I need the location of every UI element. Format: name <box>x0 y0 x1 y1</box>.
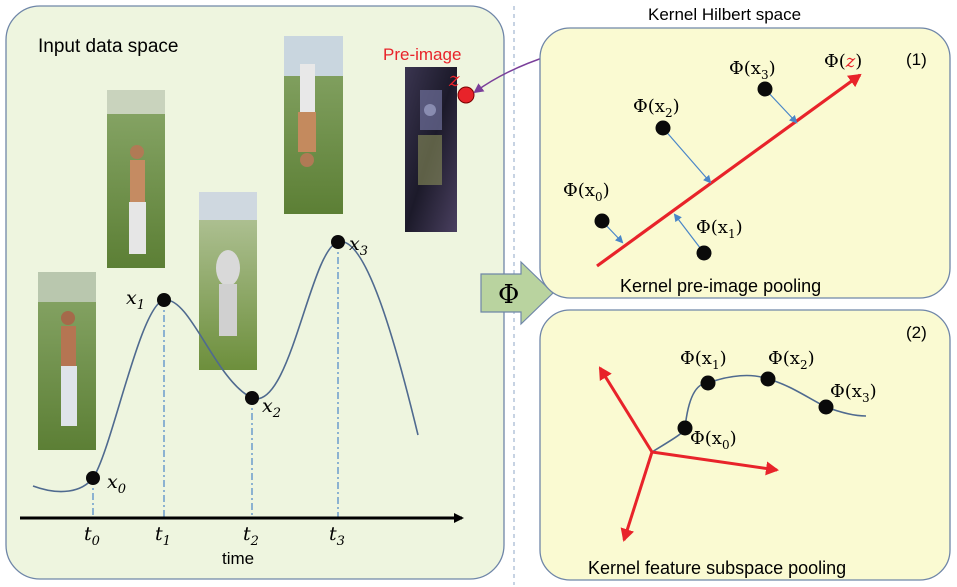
feature-point-phi-x1 <box>696 245 712 261</box>
time-label-t2: t2 <box>243 523 259 549</box>
panel2-label-phi-x0: Φ(x0) <box>690 428 737 452</box>
panel2-label-phi-x2: Φ(x2) <box>768 348 815 372</box>
feature-point-phi-x2 <box>655 120 671 136</box>
frame-image-1 <box>107 90 165 268</box>
sample-label-x0: x0 <box>107 471 126 497</box>
panel1-label-phi-x3: Φ(x3) <box>729 58 776 82</box>
time-axis-label: time <box>222 549 254 568</box>
time-label-t0: t0 <box>84 523 100 549</box>
hilbert-space-title: Kernel Hilbert space <box>648 5 801 24</box>
subspace-basis-arrows <box>598 366 779 542</box>
panel1-label-phi-x2: Φ(x2) <box>633 96 680 120</box>
trajectory-point-phi-x2 <box>760 371 776 387</box>
pooling-direction-arrow <box>596 73 862 268</box>
panel2-index: (2) <box>906 323 927 342</box>
input-space-title: Input data space <box>38 36 179 57</box>
panel1-label-phi-x1: Φ(x1) <box>696 217 743 241</box>
preimage-pooling-panel <box>539 27 951 299</box>
subspace-pooling-panel <box>539 309 951 581</box>
preimage-z-label: z <box>448 67 460 91</box>
panel1-index: (1) <box>906 50 927 69</box>
panel2-label-phi-x3: Φ(x3) <box>830 381 877 405</box>
sample-point-x3 <box>331 235 345 249</box>
panel1-caption: Kernel pre-image pooling <box>620 276 821 296</box>
sample-label-x2: x2 <box>262 395 281 421</box>
preimage-label: Pre-image <box>383 45 461 64</box>
frame-image-3 <box>284 36 343 214</box>
trajectory-point-phi-x1 <box>700 375 716 391</box>
trajectory-point-phi-x3 <box>818 399 834 415</box>
feature-point-phi-x0 <box>594 213 610 229</box>
frame-image-2 <box>199 192 257 370</box>
time-label-t1: t1 <box>155 523 171 549</box>
phi-mapping-label: Φ <box>498 280 519 310</box>
preimage-point <box>457 86 475 104</box>
feature-point-phi-x3 <box>757 81 773 97</box>
time-drop-lines <box>92 242 339 518</box>
panel1-label-phi-x0: Φ(x0) <box>563 180 610 204</box>
time-series-curve <box>32 241 419 493</box>
sample-label-x1: x1 <box>126 287 145 313</box>
sample-label-x3: x3 <box>349 233 368 259</box>
sample-point-x2 <box>245 391 259 405</box>
preimage-image <box>405 67 457 232</box>
trajectory-point-phi-x0 <box>677 420 693 436</box>
sample-point-x0 <box>86 471 100 485</box>
phi-mapping-arrow <box>480 260 554 326</box>
panel2-caption: Kernel feature subspace pooling <box>588 558 846 578</box>
panel2-label-phi-x1: Φ(x1) <box>680 348 727 372</box>
panel1-label-phi-z: Φ(z) <box>824 51 862 72</box>
time-label-t3: t3 <box>329 523 345 549</box>
frame-image-0 <box>38 272 96 450</box>
sample-point-x1 <box>157 293 171 307</box>
